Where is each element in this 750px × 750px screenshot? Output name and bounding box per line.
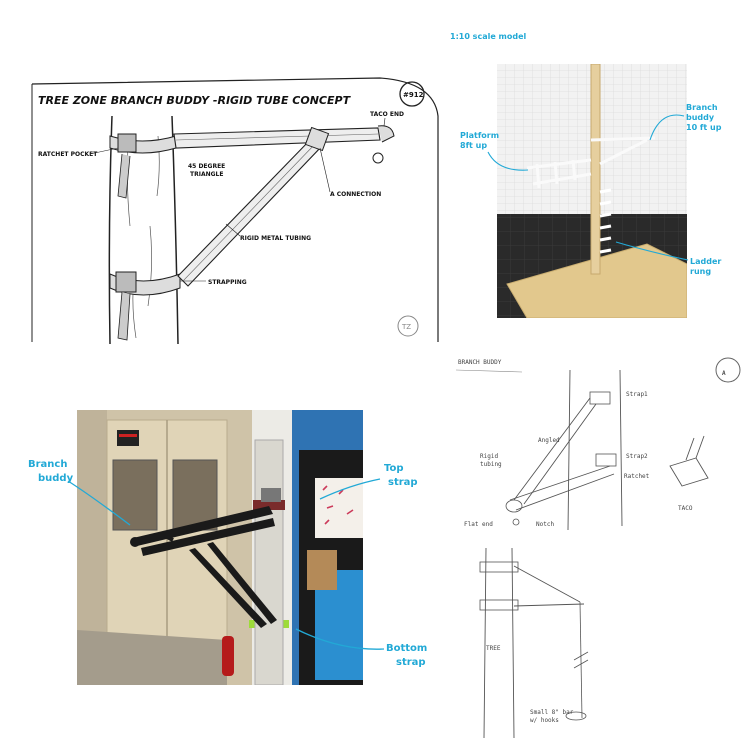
scale-note-panel: 1:10 scale model bbox=[450, 24, 600, 40]
label-tubing: RIGID METAL TUBING bbox=[240, 235, 311, 242]
sketch-taco: TACO bbox=[678, 505, 693, 512]
svg-text:Angled: Angled bbox=[538, 437, 560, 444]
scale-model-photo bbox=[497, 64, 687, 318]
svg-text:Rigid: Rigid bbox=[480, 453, 498, 460]
label-ratchet-pocket: RATCHET POCKET bbox=[38, 151, 98, 158]
svg-text:Strap2: Strap2 bbox=[626, 453, 648, 460]
svg-text:Ratchet: Ratchet bbox=[624, 473, 650, 480]
sheet-number: #912 bbox=[403, 91, 424, 99]
concept-drawing-panel: TREE ZONE BRANCH BUDDY -RIGID TUBE CONCE… bbox=[30, 76, 440, 344]
svg-text:w/ hooks: w/ hooks bbox=[530, 717, 559, 724]
sketch-title: BRANCH BUDDY bbox=[458, 359, 502, 366]
svg-text:TZ: TZ bbox=[401, 323, 411, 331]
prototype-photo bbox=[77, 410, 363, 685]
concept-title: TREE ZONE BRANCH BUDDY -RIGID TUBE CONCE… bbox=[38, 94, 352, 107]
hand-sketch-panel: BRANCH BUDDY A Strap1 Strap2 Ratchet Ang… bbox=[450, 350, 750, 750]
label-connection: A CONNECTION bbox=[330, 191, 381, 198]
svg-text:TREE: TREE bbox=[486, 645, 501, 652]
svg-text:Strap1: Strap1 bbox=[626, 391, 648, 398]
scale-note: 1:10 scale model bbox=[450, 32, 527, 40]
svg-text:Notch: Notch bbox=[536, 521, 554, 528]
svg-text:Flat end: Flat end bbox=[464, 521, 493, 528]
label-taco-end: TACO END bbox=[370, 111, 404, 118]
label-strapping: STRAPPING bbox=[208, 279, 247, 286]
sketch-badge: A bbox=[722, 370, 726, 377]
svg-text:Small 8" bar: Small 8" bar bbox=[530, 709, 574, 716]
logo-icon bbox=[397, 315, 419, 337]
svg-text:tubing: tubing bbox=[480, 461, 502, 468]
